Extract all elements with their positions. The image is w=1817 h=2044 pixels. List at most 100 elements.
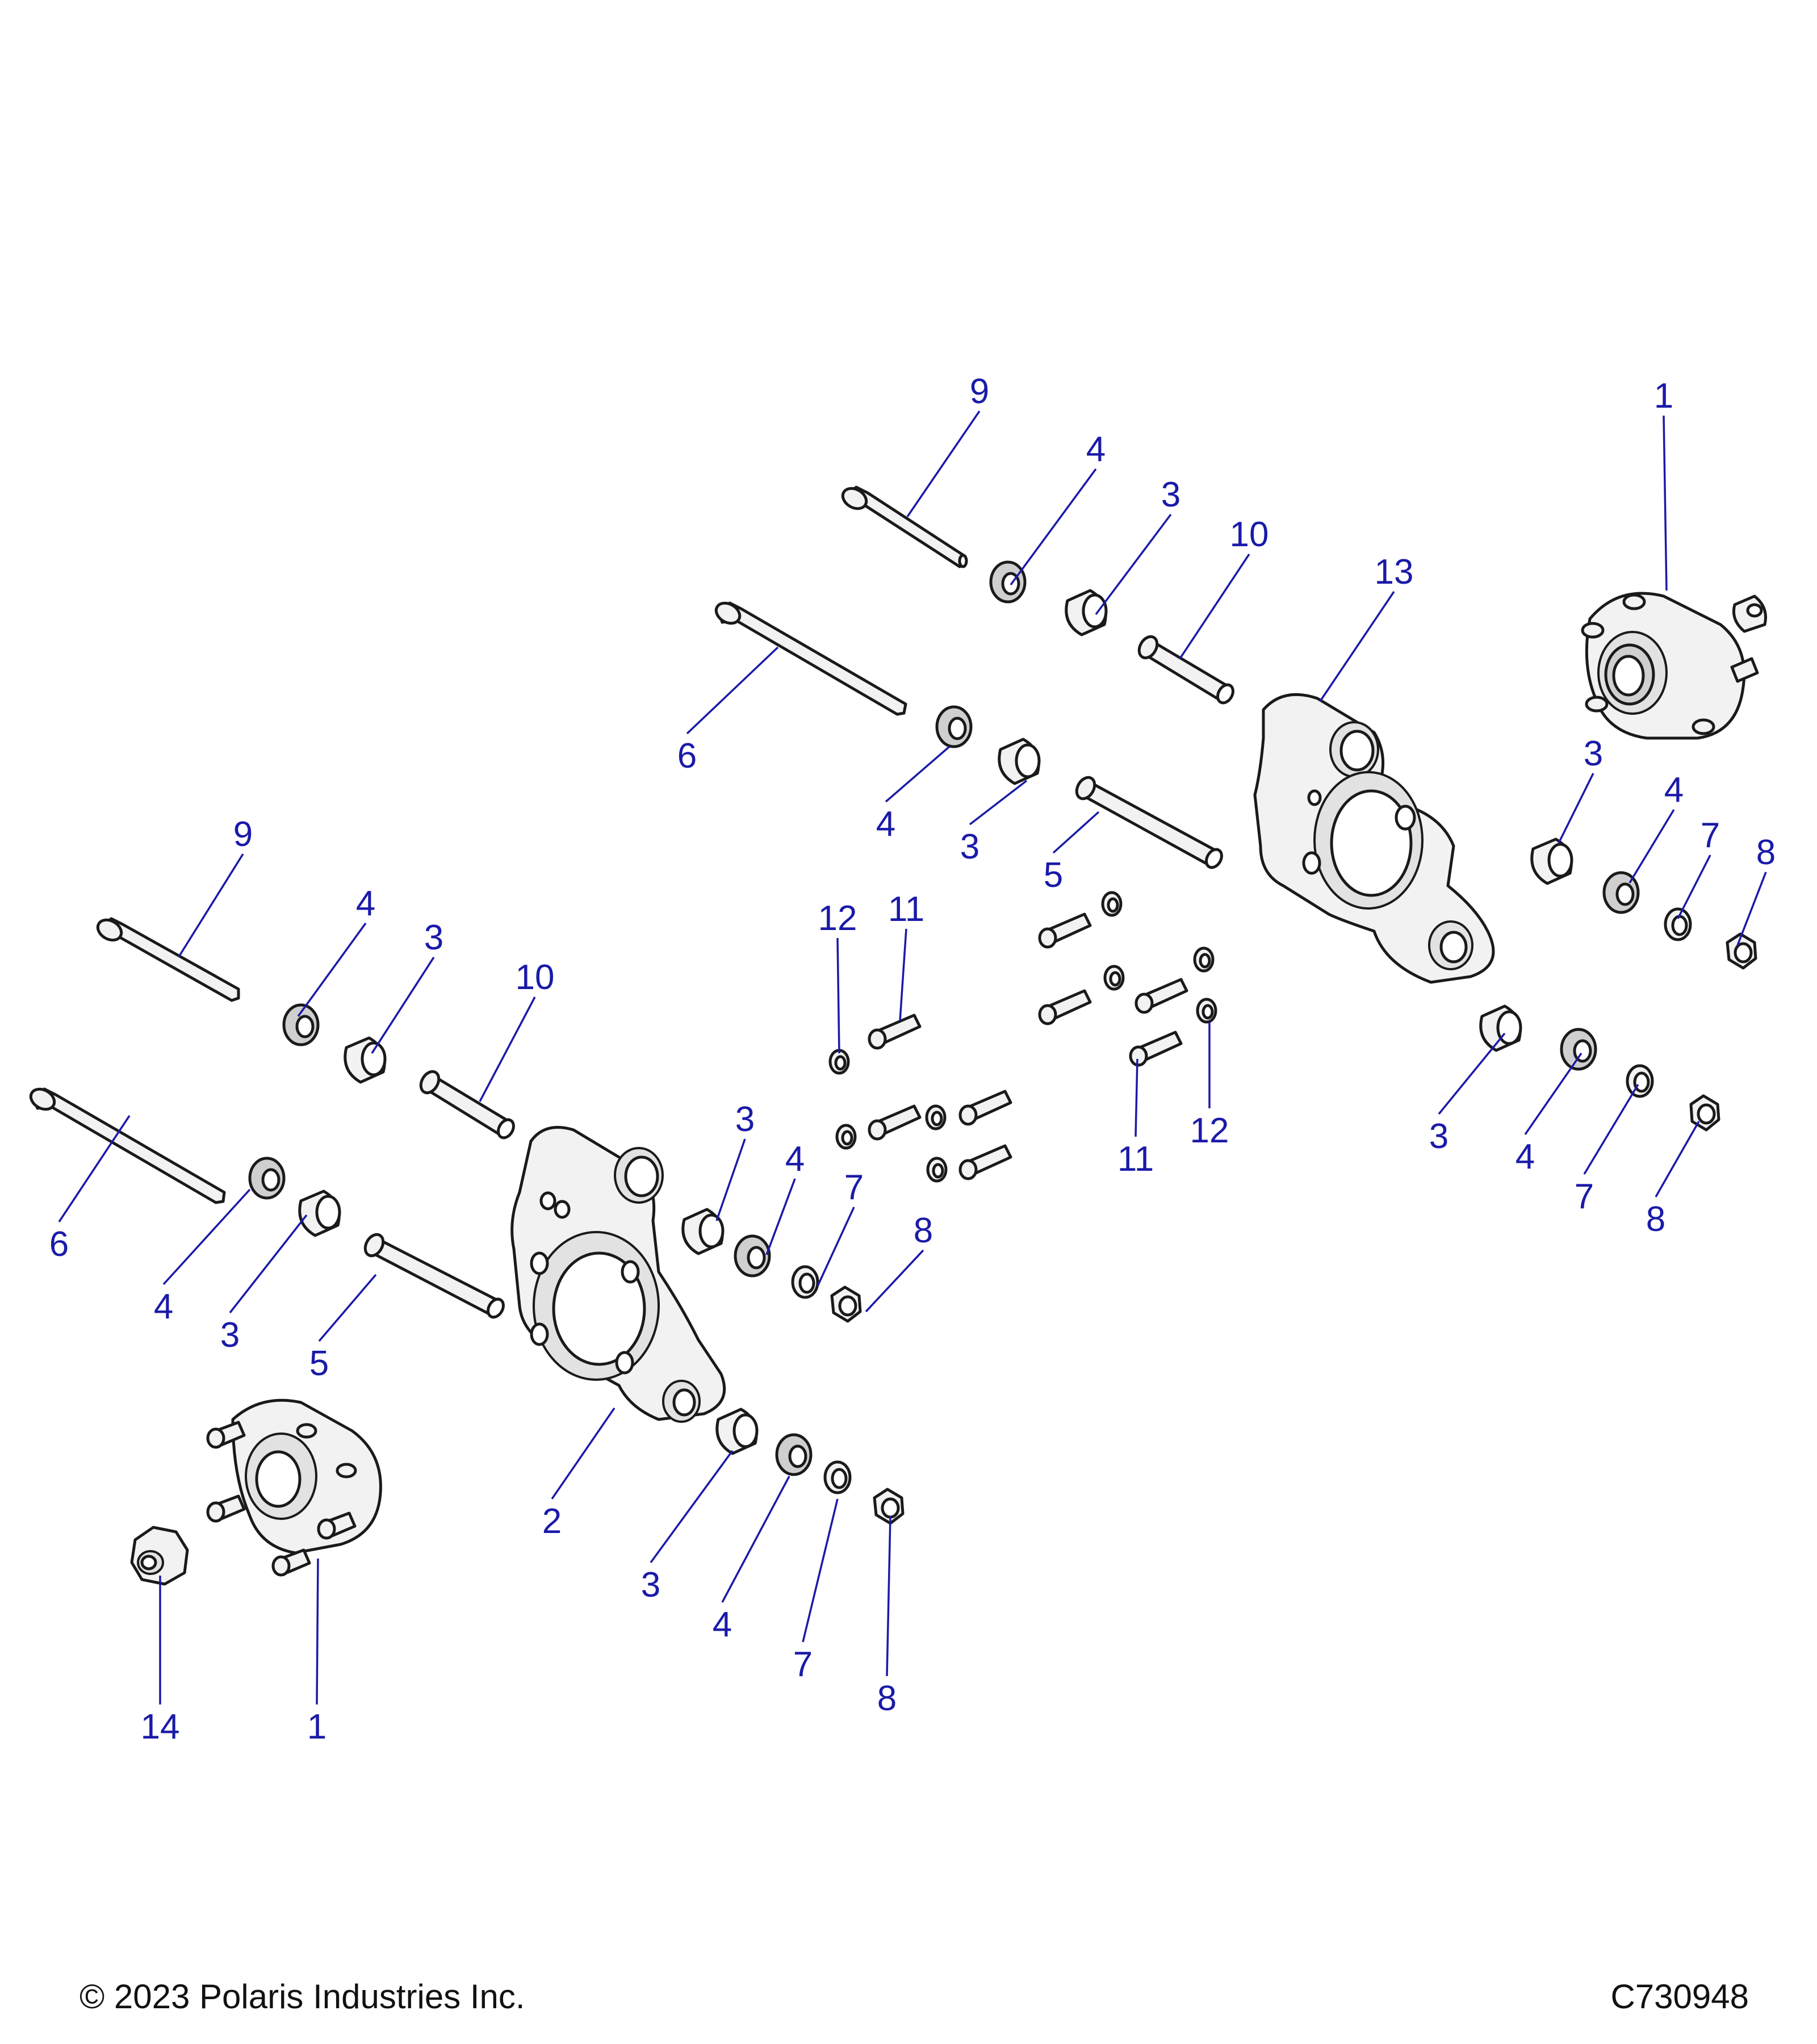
bolt-9-upper bbox=[841, 485, 968, 568]
callout-label: 3 bbox=[220, 1316, 240, 1355]
nut-8-mid-b bbox=[873, 1488, 905, 1525]
lower-assembly bbox=[29, 917, 905, 1586]
callout-8-c35: 8 bbox=[1646, 1121, 1700, 1239]
callout-8-c39: 8 bbox=[877, 1515, 897, 1718]
callout-leader bbox=[1628, 809, 1675, 883]
callout-leader bbox=[1319, 591, 1395, 702]
callout-leader bbox=[1052, 811, 1100, 854]
callout-14-c40: 14 bbox=[141, 1576, 179, 1746]
callout-label: 12 bbox=[1190, 1111, 1229, 1150]
callout-leader bbox=[551, 1408, 616, 1500]
callout-label: 2 bbox=[542, 1502, 562, 1541]
callout-leader bbox=[1583, 1084, 1639, 1175]
bushing-3-lower-b bbox=[298, 1189, 341, 1237]
callout-7-c13: 7 bbox=[1677, 816, 1720, 919]
callout-4-c18: 4 bbox=[297, 884, 375, 1017]
washer-7-right-b bbox=[1626, 1064, 1654, 1098]
callout-10-c4: 10 bbox=[1179, 515, 1269, 659]
callout-label: 4 bbox=[785, 1140, 805, 1179]
callout-leader bbox=[836, 937, 840, 1054]
callout-label: 9 bbox=[970, 372, 989, 411]
nut-8-right-a bbox=[1726, 932, 1757, 970]
callout-label: 10 bbox=[1230, 515, 1269, 554]
hub-1-lower bbox=[206, 1398, 382, 1577]
callout-label: 1 bbox=[1654, 376, 1673, 416]
callout-7-c38: 7 bbox=[793, 1498, 839, 1684]
bushing-3-mid-b bbox=[715, 1408, 759, 1455]
callout-12-c31: 12 bbox=[1190, 1022, 1229, 1150]
bushing-3-upper-a bbox=[1065, 589, 1108, 636]
callout-leader bbox=[715, 1138, 746, 1221]
callout-1-c41: 1 bbox=[307, 1558, 326, 1746]
washer-4-mid-a bbox=[734, 1234, 771, 1278]
callout-8-c14: 8 bbox=[1736, 833, 1776, 946]
callout-label: 8 bbox=[1646, 1200, 1665, 1239]
bushing-3-right-b bbox=[1479, 1004, 1522, 1052]
callout-label: 4 bbox=[356, 884, 375, 923]
nut-8-right-b bbox=[1689, 1094, 1720, 1132]
callout-12-c15: 12 bbox=[818, 899, 857, 1054]
callout-1-c6: 1 bbox=[1654, 376, 1673, 591]
callout-7-c34: 7 bbox=[1575, 1084, 1639, 1216]
bolt-6-upper bbox=[714, 601, 907, 716]
callout-leader bbox=[1663, 415, 1668, 591]
callout-11-c30: 11 bbox=[1117, 1058, 1154, 1179]
callout-label: 11 bbox=[888, 890, 924, 929]
callout-label: 6 bbox=[49, 1225, 69, 1264]
callout-leader bbox=[1736, 872, 1767, 946]
callout-3-c32: 3 bbox=[1429, 1032, 1506, 1156]
callout-leader bbox=[650, 1450, 734, 1564]
washer-4-lower-b bbox=[248, 1157, 286, 1200]
callout-leader bbox=[297, 922, 367, 1017]
callout-leader bbox=[316, 1558, 319, 1705]
washer-4-lower-a bbox=[282, 1003, 320, 1046]
callout-3-c26: 3 bbox=[715, 1100, 755, 1221]
callout-label: 3 bbox=[1584, 734, 1603, 773]
pin-10-lower bbox=[419, 1070, 515, 1140]
callout-leader bbox=[865, 1249, 924, 1313]
callout-label: 4 bbox=[154, 1287, 173, 1326]
callout-4-c22: 4 bbox=[154, 1188, 251, 1326]
callout-5-c10: 5 bbox=[1044, 811, 1100, 895]
callout-label: 9 bbox=[233, 815, 253, 854]
bolt-6-lower bbox=[29, 1087, 226, 1204]
callout-label: 6 bbox=[677, 736, 697, 776]
callout-leader bbox=[1179, 554, 1250, 659]
callout-6-c7: 6 bbox=[677, 646, 779, 776]
callout-label: 7 bbox=[844, 1168, 864, 1207]
callout-leader bbox=[1134, 1058, 1138, 1137]
callout-label: 4 bbox=[1515, 1137, 1535, 1176]
callout-label: 7 bbox=[793, 1645, 813, 1684]
callout-4-c2: 4 bbox=[1010, 430, 1106, 586]
callout-label: 7 bbox=[1701, 816, 1720, 855]
callout-label: 4 bbox=[876, 805, 895, 844]
callout-7-c28: 7 bbox=[817, 1168, 864, 1287]
callout-label: 4 bbox=[1086, 430, 1106, 469]
washer-4-right-b bbox=[1560, 1028, 1597, 1071]
callout-label: 1 bbox=[307, 1707, 326, 1746]
callout-label: 10 bbox=[516, 958, 555, 997]
nut-8-mid-a bbox=[830, 1285, 862, 1323]
callout-3-c9: 3 bbox=[960, 780, 1028, 866]
upper-assembly bbox=[714, 485, 1767, 1183]
callout-9-c17: 9 bbox=[178, 815, 253, 957]
callout-3-c23: 3 bbox=[220, 1214, 308, 1355]
callout-leader bbox=[1655, 1121, 1700, 1197]
callout-3-c36: 3 bbox=[641, 1450, 734, 1605]
knuckle-2 bbox=[510, 1126, 726, 1423]
callout-4-c33: 4 bbox=[1515, 1053, 1582, 1176]
bushing-3-right-a bbox=[1530, 837, 1573, 885]
callout-leader bbox=[885, 745, 951, 803]
callout-leader bbox=[817, 1207, 855, 1287]
callout-label: 8 bbox=[877, 1679, 897, 1718]
callout-label: 3 bbox=[1161, 475, 1180, 514]
callout-leader bbox=[371, 957, 435, 1054]
callout-leader bbox=[178, 853, 244, 957]
callout-leader bbox=[1524, 1053, 1582, 1135]
callout-leader bbox=[1438, 1032, 1506, 1115]
callout-leader bbox=[1095, 513, 1172, 615]
callout-leader bbox=[1677, 855, 1711, 919]
callout-label: 3 bbox=[960, 827, 979, 866]
callout-leader bbox=[906, 411, 981, 517]
